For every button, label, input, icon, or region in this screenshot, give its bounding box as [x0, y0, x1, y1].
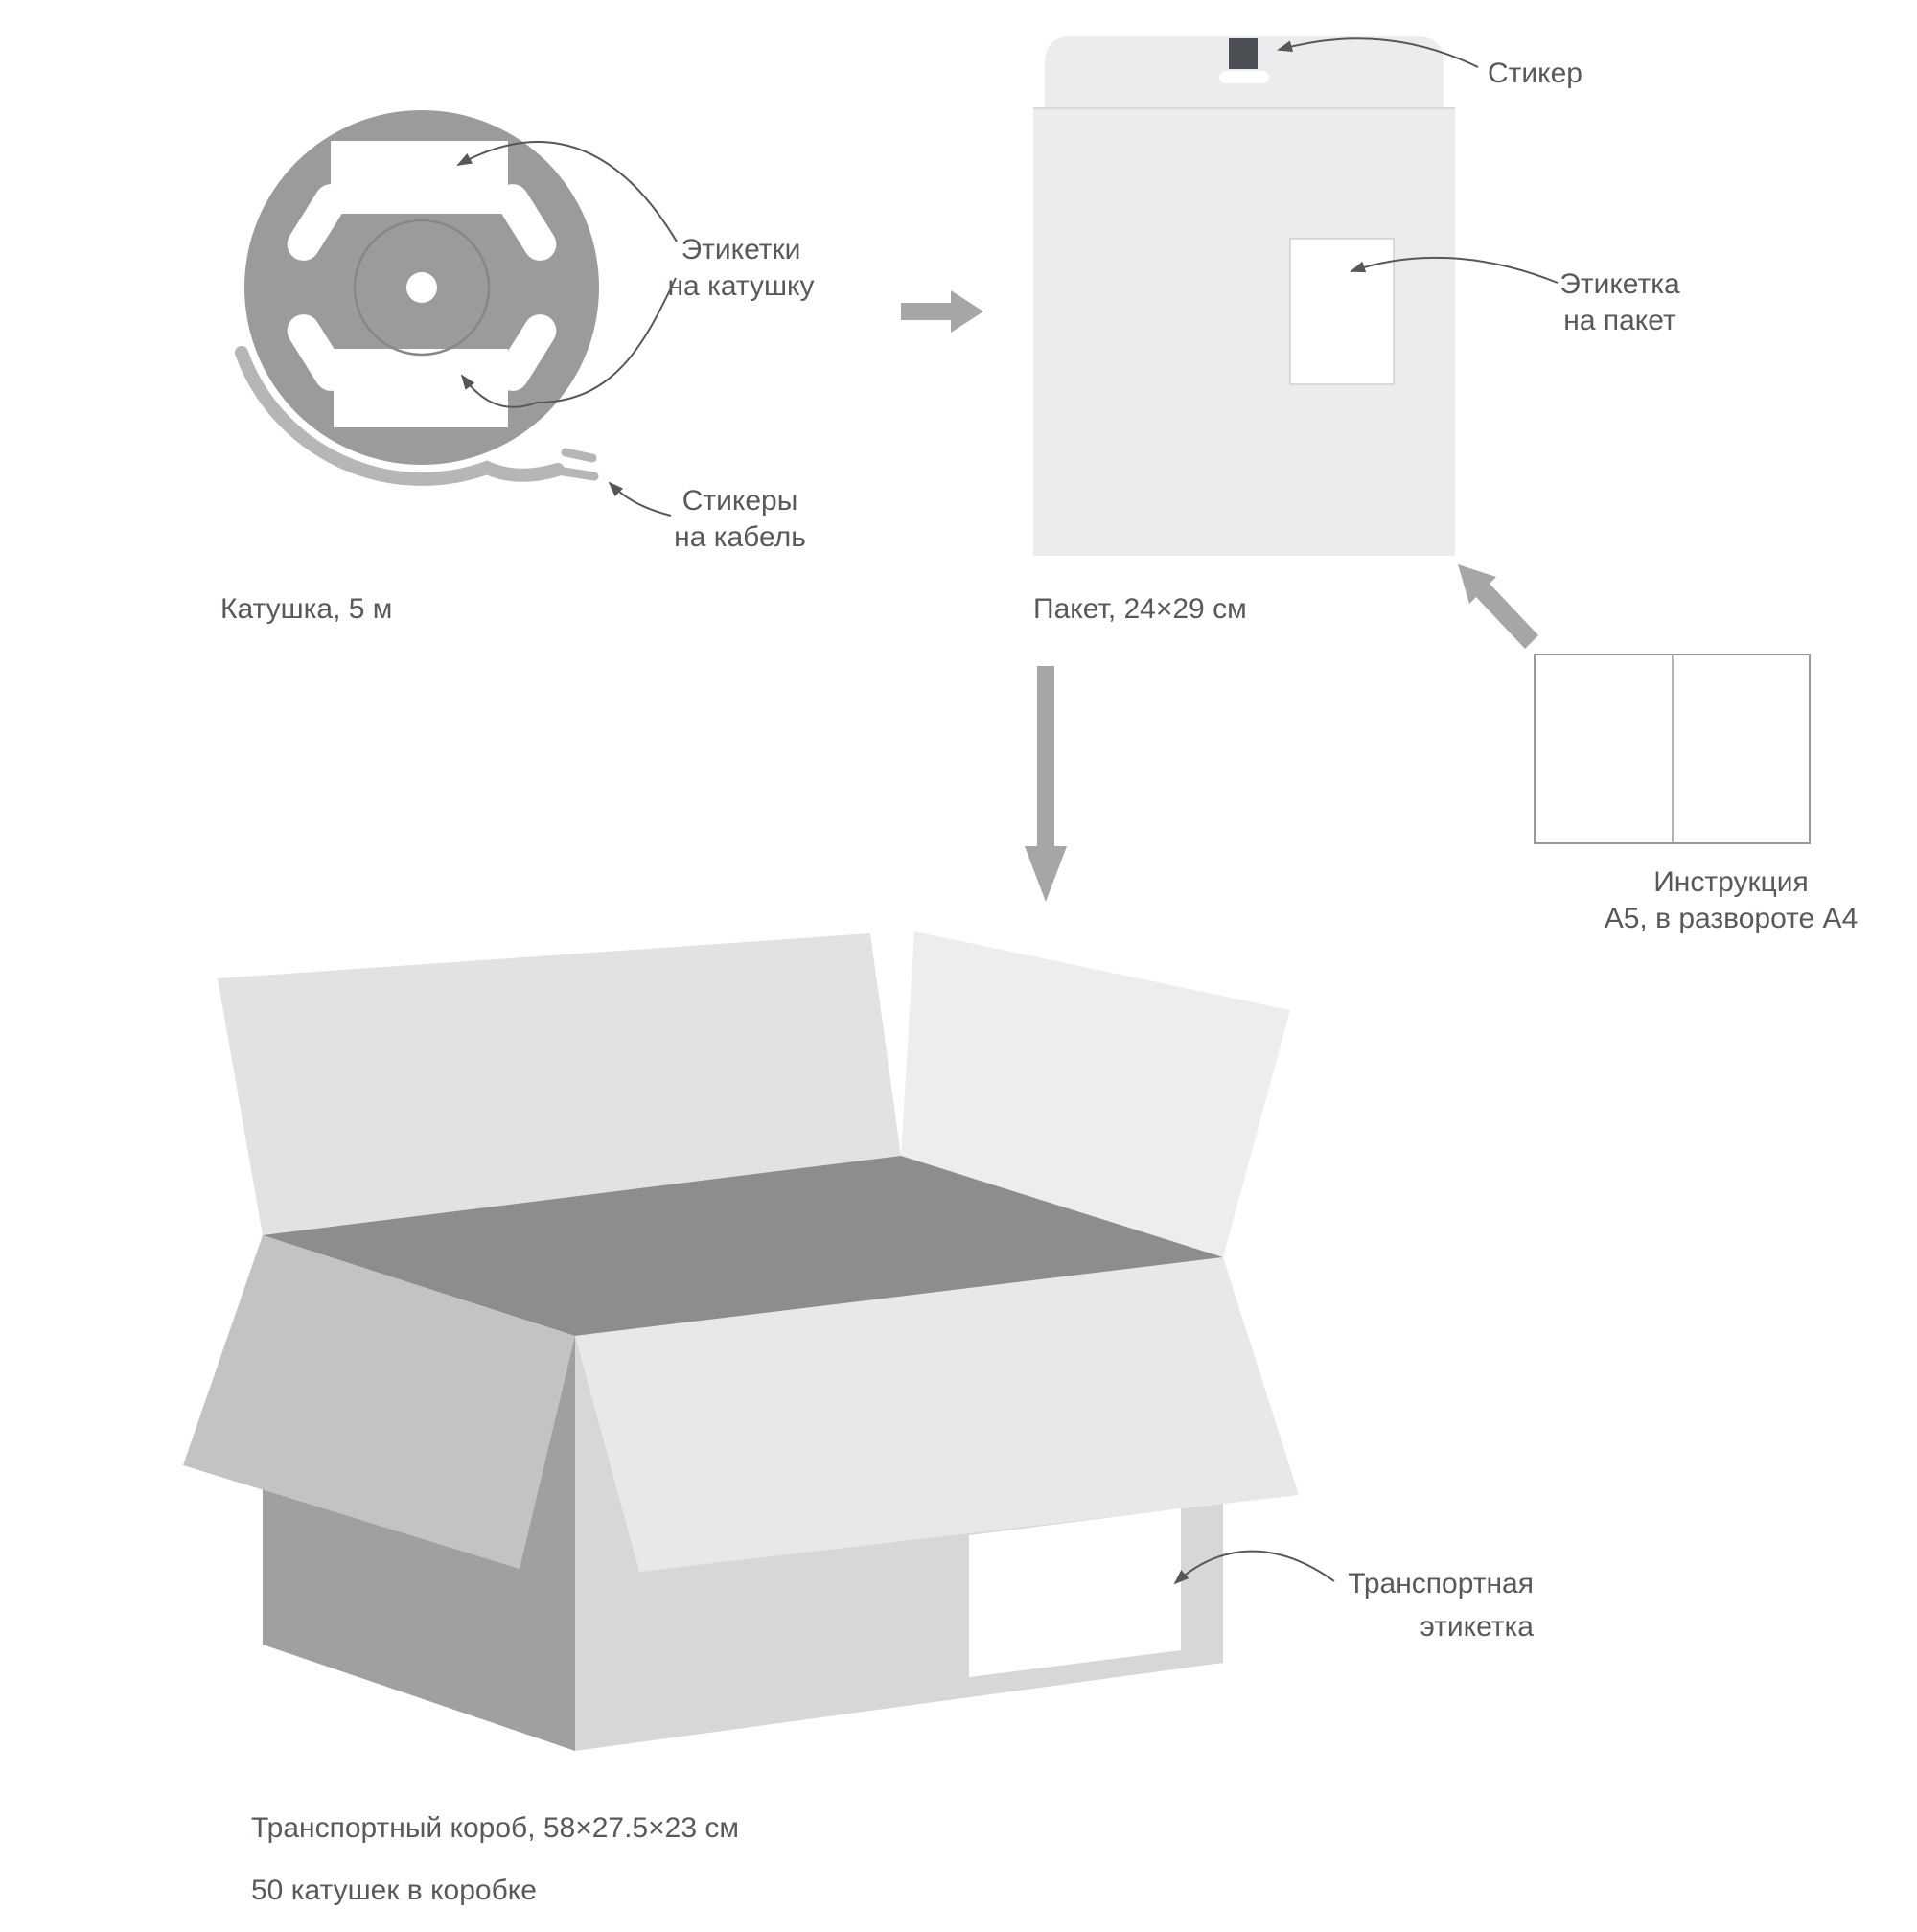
instruction-sheet-illustration: Инструкция A5, в развороте A4	[1534, 654, 1859, 934]
box-illustration	[183, 932, 1299, 1751]
flow-arrow-down-shaft	[1037, 666, 1054, 850]
reel-illustration	[235, 110, 599, 486]
bag-label-callout-text-line1: Этикетка	[1559, 268, 1680, 300]
flow-arrow-right	[901, 290, 983, 333]
box-caption-line1: Транспортный короб, 58×27.5×23 см	[251, 1812, 739, 1844]
reel-slot	[496, 184, 557, 261]
flow-arrow-up-left	[1458, 564, 1538, 649]
cable-stickers-callout-text-line2: на кабель	[674, 521, 806, 553]
instruction-caption-line2: A5, в развороте A4	[1605, 903, 1859, 934]
spool-label-top	[331, 141, 508, 214]
callout-arrow-spool-label-bottom	[460, 277, 677, 408]
reel-slot	[287, 314, 348, 391]
spool-label-bottom	[334, 349, 508, 427]
spool-labels-callout-text-line1: Этикетки	[681, 234, 801, 265]
transport-label-callout-text-line2: этикетка	[1420, 1611, 1534, 1643]
reel-callouts: Этикетки на катушку Стикеры на кабель Ка…	[220, 141, 815, 625]
bag-label-callout-text-line2: на пакет	[1563, 305, 1676, 336]
box-front-flap	[575, 1257, 1299, 1572]
box-left-flap	[183, 1235, 575, 1569]
bag-callouts: Стикер Этикетка на пакет Пакет, 24×29 см	[1033, 37, 1680, 625]
box-transport-label	[969, 1508, 1181, 1677]
cable-sticker-tick	[561, 448, 597, 463]
box-callouts: Транспортная этикетка Транспортный короб…	[251, 1550, 1534, 1906]
reel-caption: Катушка, 5 м	[220, 593, 392, 625]
box-interior	[263, 1156, 1223, 1336]
callout-arrow-cable-stickers	[608, 481, 672, 517]
flow-arrow-down-head	[1025, 846, 1067, 902]
spool-labels-callout-text-line2: на катушку	[667, 270, 814, 302]
reel-slot	[287, 184, 348, 261]
callout-arrow-bag-label	[1350, 256, 1559, 284]
instruction-caption-line1: Инструкция	[1653, 866, 1809, 898]
callout-arrow-sticker	[1277, 37, 1479, 68]
cable-sticker-tick	[559, 467, 599, 481]
transport-label-callout-text-line1: Транспортная	[1348, 1568, 1534, 1599]
bag-sticker	[1229, 38, 1258, 69]
flow-arrow-down	[1025, 666, 1067, 902]
box-back-right-flap	[901, 932, 1290, 1257]
callout-arrow-transport-label	[1173, 1550, 1335, 1585]
box-back-left-flap	[218, 933, 901, 1235]
flow-arrow-right-shaft	[901, 303, 951, 320]
callout-arrow-spool-label-top	[456, 141, 678, 242]
cable-stickers-callout-text-line1: Стикеры	[682, 485, 798, 517]
reel-hub-ring	[353, 218, 491, 356]
box-caption-line2: 50 катушек в коробке	[251, 1874, 537, 1906]
bag-hang-slot	[1219, 71, 1269, 83]
bag-label	[1289, 238, 1395, 385]
cable-tail	[235, 346, 565, 486]
reel-slot	[496, 314, 557, 391]
reel-hub-hole	[406, 272, 437, 303]
flow-arrow-right-head	[951, 290, 983, 333]
sticker-callout-text: Стикер	[1488, 58, 1582, 89]
reel-slots	[287, 184, 557, 391]
bag-caption: Пакет, 24×29 см	[1033, 593, 1247, 625]
bag-illustration	[1033, 36, 1455, 556]
